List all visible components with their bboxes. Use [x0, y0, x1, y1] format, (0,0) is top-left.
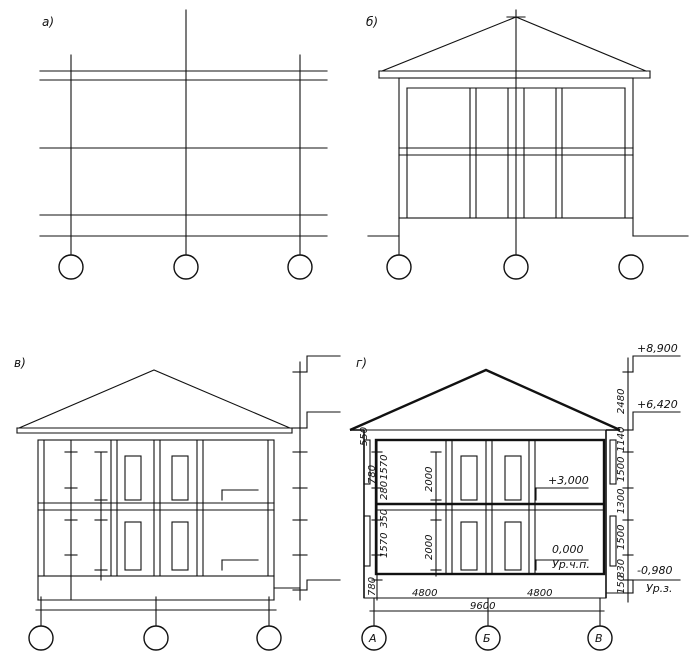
frame-lines — [367, 9, 689, 259]
dim-bay-1: 4800 — [412, 588, 437, 599]
axis-marker-v1 — [28, 625, 54, 651]
panel-g: г) — [349, 342, 681, 651]
dim-overall: 9600 — [470, 601, 495, 612]
dim-inner-1: 2000 — [424, 467, 435, 492]
axis-marker-b2 — [503, 254, 529, 280]
axis-marker-a1 — [58, 254, 84, 280]
panel-label-v: в) — [14, 356, 26, 370]
axis-marker-v2 — [143, 625, 169, 651]
section-lines — [16, 355, 341, 629]
elevation-ground-level-note: Ур.з. — [646, 582, 673, 595]
dim-right-5: 1500 — [616, 525, 627, 550]
dim-inner-2: 2000 — [424, 535, 435, 560]
axis-label-g1: А — [368, 632, 377, 645]
panel-label-b: б) — [366, 15, 378, 29]
section-outline — [349, 355, 681, 627]
grid-lines — [39, 9, 328, 256]
dim-right-3: 1500 — [616, 457, 627, 482]
axis-marker-a2 — [173, 254, 199, 280]
dim-right-1: 2480 — [616, 389, 627, 414]
axis-marker-a3 — [287, 254, 313, 280]
dim-left-5: 350 — [379, 509, 390, 528]
dim-left-6: 1570 — [379, 533, 390, 558]
axis-marker-b1 — [386, 254, 412, 280]
axis-marker-g1: А — [361, 625, 387, 651]
elevation-ground-floor-note: Ур.ч.п. — [552, 558, 590, 571]
dim-left-1: 550 — [359, 427, 370, 446]
dim-right-6: 830 — [616, 559, 627, 578]
axis-label-g2: Б — [483, 632, 491, 645]
panel-v: в) — [14, 355, 341, 651]
dim-left-2: 1570 — [379, 455, 390, 480]
dim-right-7: 150 — [616, 575, 627, 594]
elevation-second-floor: +3,000 — [548, 474, 589, 487]
dim-left-3: 780 — [367, 465, 378, 484]
dim-right-4: 1300 — [616, 489, 627, 514]
dim-left-4: 280 — [379, 481, 390, 500]
panel-b: б) — [366, 9, 689, 280]
axis-marker-g3: В — [587, 625, 613, 651]
dim-bay-2: 4800 — [527, 588, 552, 599]
elevation-ground-level: -0,980 — [637, 564, 672, 577]
axis-marker-b3 — [618, 254, 644, 280]
elevation-ground-floor: 0,000 — [552, 543, 584, 556]
panel-label-g: г) — [356, 356, 367, 370]
panel-label-a: а) — [42, 15, 54, 29]
axis-marker-v3 — [256, 625, 282, 651]
panel-a: а) — [39, 9, 328, 280]
elevation-ridge: +8,900 — [637, 342, 678, 355]
axis-marker-g2: Б — [475, 625, 501, 651]
elevation-eaves: +6,420 — [637, 398, 678, 411]
dim-right-2: 1140 — [616, 427, 627, 452]
dim-left-7: 780 — [367, 577, 378, 596]
axis-label-g3: В — [595, 632, 603, 645]
